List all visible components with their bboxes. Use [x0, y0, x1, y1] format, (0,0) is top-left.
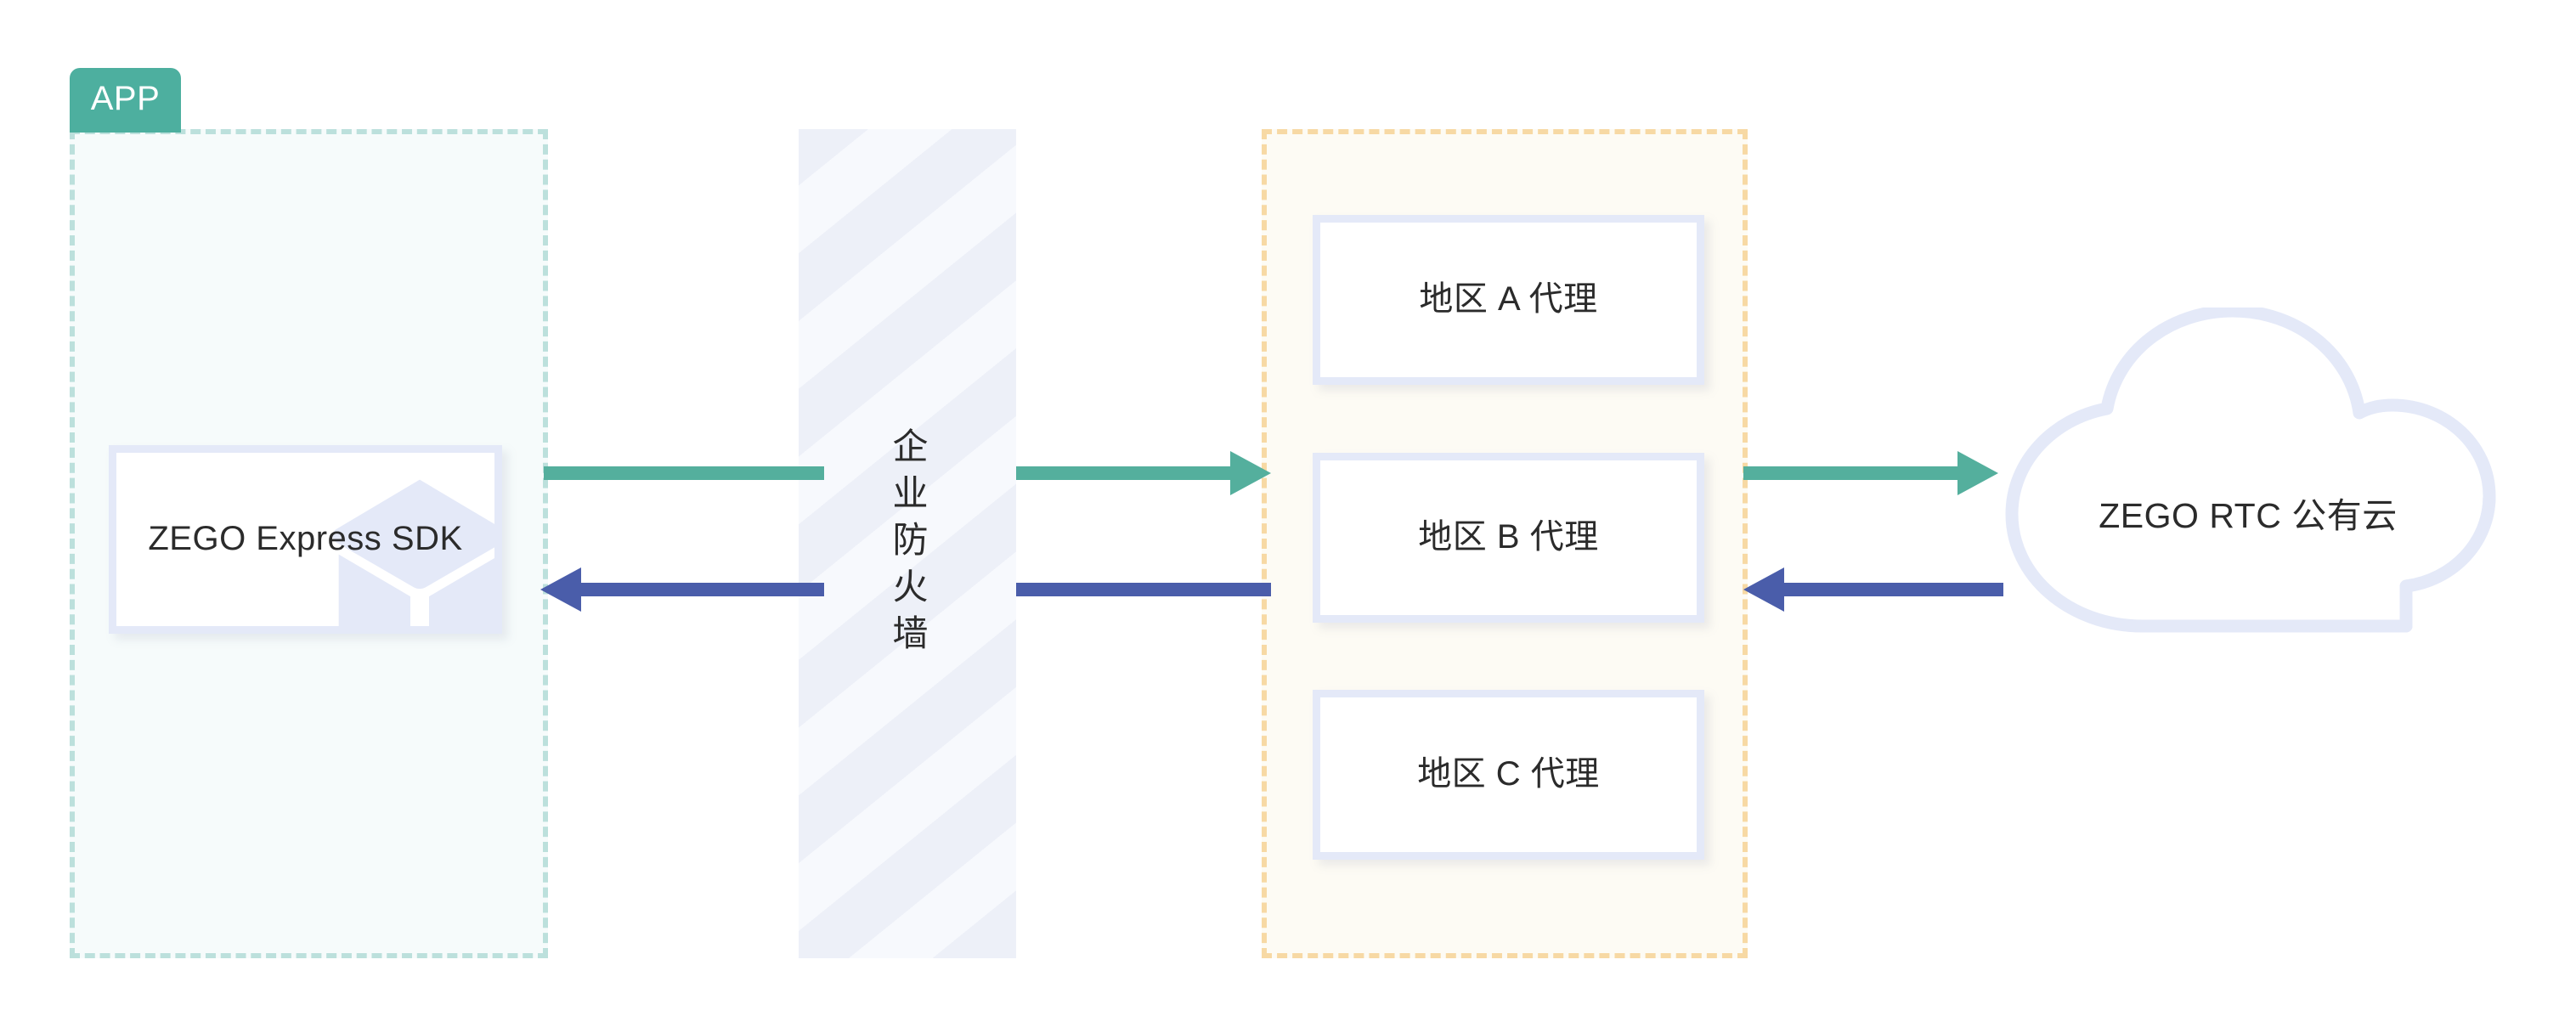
proxy-card-label: 地区 C 代理	[1417, 755, 1600, 793]
proxy-card-label: 地区 A 代理	[1419, 280, 1598, 319]
arrow-downlink-proxy-to-firewall	[1016, 564, 1271, 615]
firewall-label: 企业防火墙	[888, 426, 928, 661]
arrow-downlink-cloud-to-proxy	[1743, 564, 2003, 615]
zego-rtc-public-cloud[interactable]: ZEGO RTC 公有云	[1976, 308, 2520, 639]
arrow-downlink-firewall-to-sdk	[540, 564, 824, 615]
proxy-card-region-b[interactable]: 地区 B 代理	[1313, 453, 1704, 623]
zego-express-sdk-card[interactable]: ZEGO Express SDK	[109, 445, 502, 634]
arrow-uplink-proxy-to-cloud	[1743, 448, 1998, 499]
proxy-card-region-a[interactable]: 地区 A 代理	[1313, 215, 1704, 385]
app-badge: APP	[70, 68, 181, 133]
proxy-card-label: 地区 B 代理	[1418, 518, 1599, 556]
proxy-card-region-c[interactable]: 地区 C 代理	[1313, 690, 1704, 860]
arrow-uplink-sdk-to-firewall	[544, 448, 824, 499]
arrow-uplink-firewall-to-proxy	[1016, 448, 1271, 499]
sdk-card-label: ZEGO Express SDK	[148, 520, 463, 558]
cloud-icon	[2005, 308, 2496, 633]
enterprise-firewall: 企业防火墙	[799, 129, 1016, 958]
